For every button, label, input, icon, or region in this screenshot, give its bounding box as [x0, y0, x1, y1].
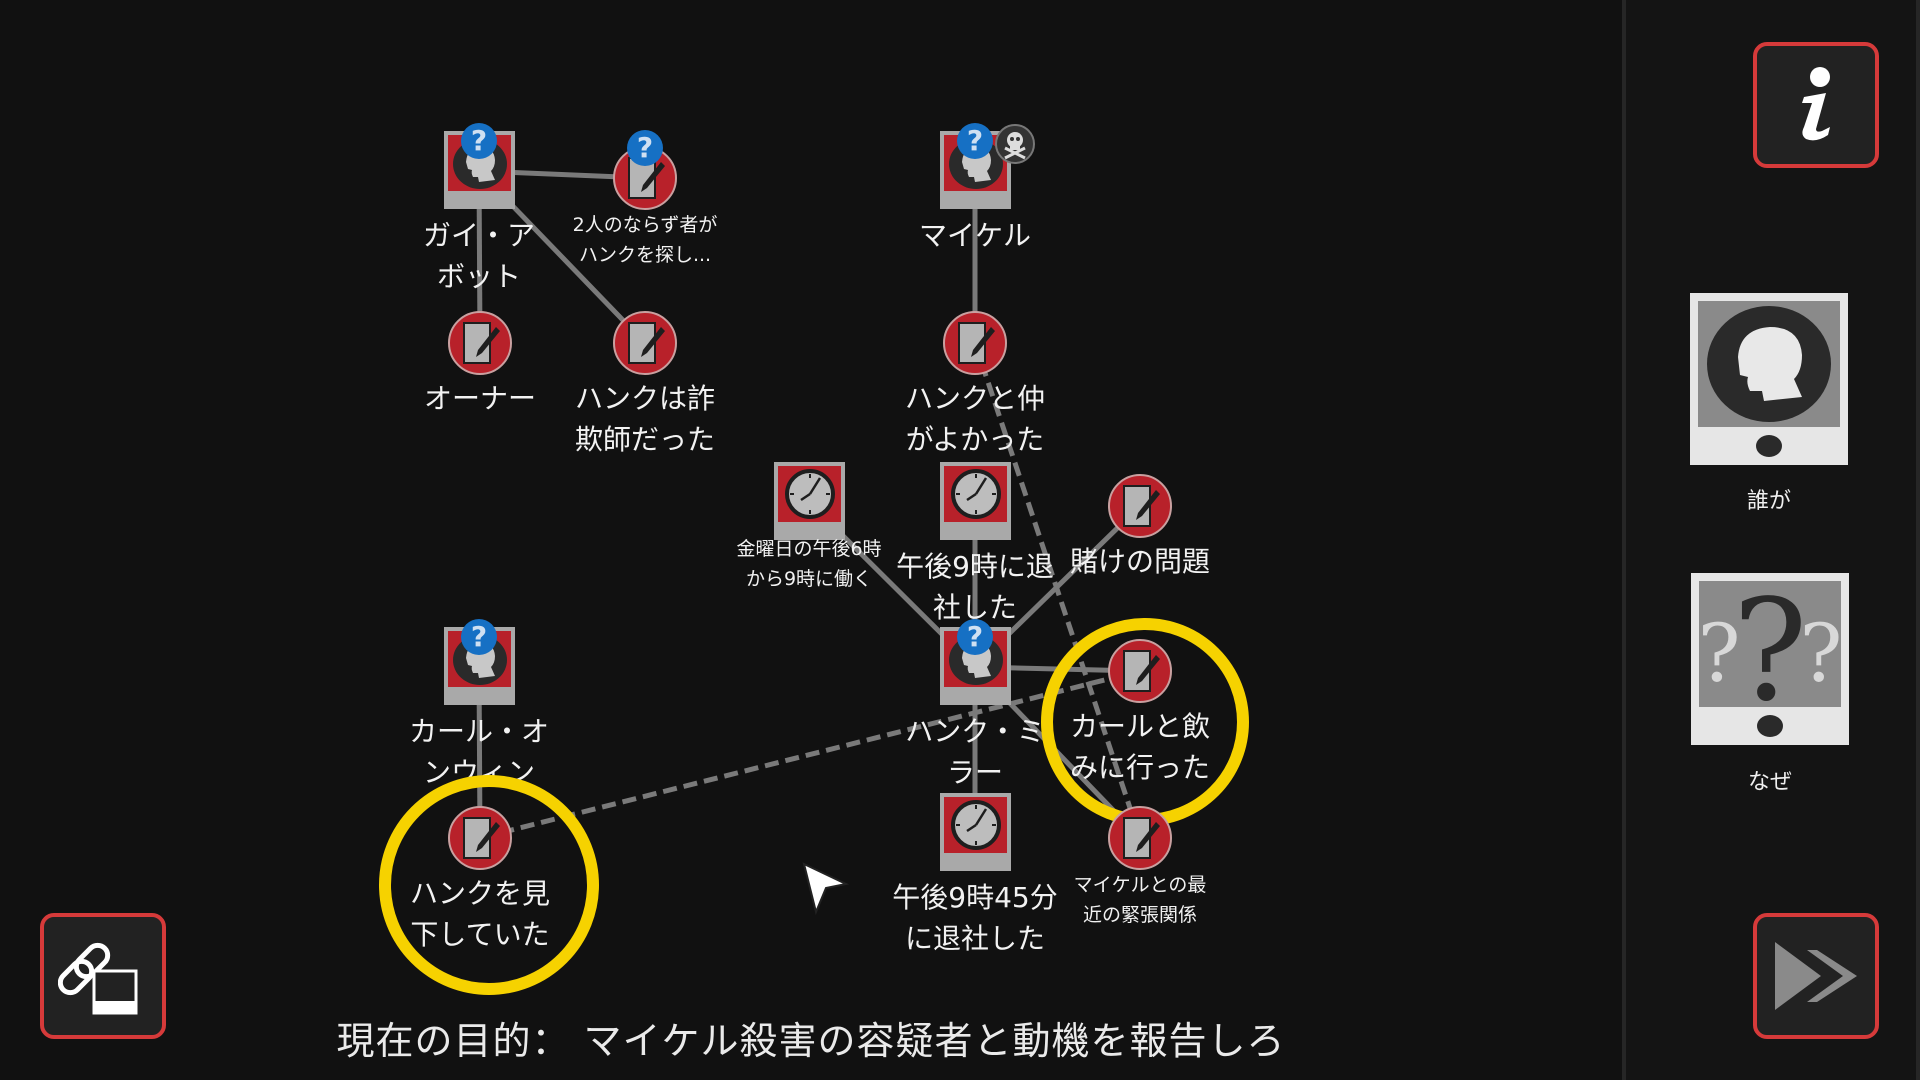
- info-button[interactable]: [1753, 42, 1879, 168]
- svg-text:?: ?: [1732, 581, 1807, 707]
- info-icon: [1802, 67, 1830, 141]
- svg-text:?: ?: [1699, 607, 1740, 700]
- who-slot[interactable]: [1690, 293, 1848, 465]
- clue-label: マイケル: [918, 219, 1031, 252]
- why-label: なぜ: [1747, 770, 1792, 795]
- clue-label: 午後9時に退 社した: [896, 550, 1054, 624]
- notepad-pencil-icon: [463, 817, 500, 859]
- head-silhouette-icon: [1707, 306, 1831, 422]
- mouse-cursor: [802, 862, 850, 916]
- current-objective: 現在の目的： マイケル殺害の容疑者と動機を報告しろ: [336, 1019, 1286, 1063]
- time-card[interactable]: [940, 793, 1011, 871]
- unknown-question-badge: ?: [627, 130, 663, 166]
- right-panel: 誰が ? ? ? なぜ: [1622, 0, 1920, 1080]
- notepad-pencil-icon: [463, 322, 500, 364]
- notepad-pencil-icon: [958, 322, 995, 364]
- notepad-pencil-icon: [1123, 817, 1160, 859]
- clue-label: ガイ・ア ボット: [422, 219, 535, 293]
- question-marks-icon: ? ? ?: [1699, 581, 1841, 707]
- clue-label: 金曜日の午後6時 から9時に働く: [736, 538, 882, 590]
- unknown-question-badge: ?: [461, 619, 497, 655]
- link-evidence-button[interactable]: [40, 913, 166, 1039]
- note-clue[interactable]: [448, 311, 512, 375]
- clue-label: ハンクを見 下していた: [409, 877, 550, 951]
- notepad-pencil-icon: [1123, 485, 1160, 527]
- dashed-connection: [972, 342, 1143, 839]
- note-clue[interactable]: [1108, 806, 1172, 870]
- time-card[interactable]: [940, 462, 1011, 540]
- clue-label: マイケルとの最 近の緊張関係: [1073, 874, 1207, 926]
- note-clue[interactable]: [448, 806, 512, 870]
- clue-label: オーナー: [423, 382, 536, 415]
- slot-indicator: [1756, 435, 1782, 457]
- link-photo-icon: [58, 942, 138, 1015]
- note-clue[interactable]: [1108, 474, 1172, 538]
- unknown-question-badge: ?: [957, 619, 993, 655]
- fast-forward-icon: [1775, 942, 1857, 1010]
- notepad-pencil-icon: [1123, 650, 1160, 692]
- clock-icon: [950, 469, 1001, 519]
- notepad-pencil-icon: [628, 322, 665, 364]
- clue-label: 2人のならず者が ハンクを探し...: [572, 214, 718, 266]
- clock-icon: [784, 469, 835, 519]
- clue-label: カール・オ ンウィン: [408, 715, 549, 789]
- unknown-question-badge: ?: [461, 123, 497, 159]
- time-card[interactable]: [774, 462, 845, 540]
- unknown-question-badge: ?: [957, 123, 993, 159]
- why-slot[interactable]: ? ? ?: [1691, 573, 1849, 745]
- deduction-board: ? ガイ・ア ボット? 2人のならず者が ハンクを探し... オーナー ハンクは詐 欺師…: [379, 123, 1249, 995]
- clue-label: 午後9時45分 に退社した: [892, 881, 1058, 955]
- note-clue[interactable]: [613, 311, 677, 375]
- note-clue[interactable]: [943, 311, 1007, 375]
- clue-label: カールと飲 みに行った: [1069, 710, 1210, 784]
- clue-label: ハンクと仲 がよかった: [904, 382, 1045, 456]
- who-label: 誰が: [1746, 489, 1791, 514]
- note-clue[interactable]: [1108, 639, 1172, 703]
- clue-label: ハンクは詐 欺師だった: [574, 382, 715, 456]
- svg-text:?: ?: [1800, 607, 1841, 700]
- fast-forward-button[interactable]: [1753, 913, 1879, 1039]
- clock-icon: [950, 800, 1001, 850]
- clue-label: ハンク・ミ ラー: [905, 715, 1045, 789]
- skull-crossbones-icon: [995, 124, 1035, 164]
- slot-indicator: [1757, 715, 1783, 737]
- clue-label: 賭けの問題: [1069, 545, 1210, 578]
